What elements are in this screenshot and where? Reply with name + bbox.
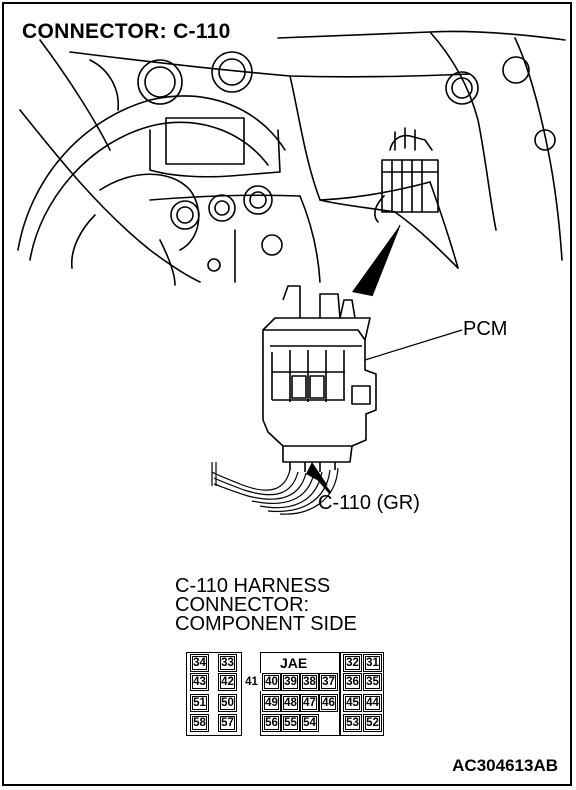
connector-right-block-outline: [340, 652, 384, 736]
connector-left-block-outline: [186, 652, 242, 736]
pin-38: 38: [300, 673, 319, 691]
connector-color-label: C-110 (GR): [318, 492, 420, 514]
pcm-enlarged: [262, 285, 377, 472]
pin-48: 48: [281, 694, 300, 712]
pin-44: 44: [363, 694, 382, 712]
figure-title: CONNECTOR: C-110: [22, 20, 231, 43]
pin-47: 47: [300, 694, 319, 712]
figure-reference-code: AC304613AB: [452, 756, 558, 775]
wire-harness: [211, 462, 339, 515]
pin-36: 36: [343, 673, 362, 691]
steering-wheel: [17, 95, 286, 251]
pin-31: 31: [363, 654, 382, 672]
pcm-leader-line: [364, 329, 463, 361]
connector-brand-label: JAE: [280, 655, 308, 671]
pin-55: 55: [281, 714, 300, 732]
pin-41: 41: [242, 673, 261, 691]
pin-43: 43: [190, 673, 209, 691]
gauge-1: [137, 59, 183, 105]
gauge-2: [211, 51, 253, 93]
pcm-location-sketch: [374, 127, 439, 223]
pointer-wedge: [352, 225, 400, 296]
connector-arrow: [306, 462, 328, 486]
c110-leader-line: [317, 479, 331, 495]
caption-line-2: CONNECTOR:: [175, 594, 310, 616]
pin-35: 35: [363, 673, 382, 691]
connector-caption: C-110 HARNESS CONNECTOR: COMPONENT SIDE: [175, 575, 357, 635]
pin-39: 39: [281, 673, 300, 691]
pin-45: 45: [343, 694, 362, 712]
pin-33: 33: [218, 654, 237, 672]
pin-58: 58: [190, 714, 209, 732]
pin-32: 32: [343, 654, 362, 672]
pin-57: 57: [218, 714, 237, 732]
pcm-label: PCM: [463, 318, 508, 340]
dash-top-line: [277, 30, 566, 41]
pin-46: 46: [319, 694, 338, 712]
pin-42: 42: [218, 673, 237, 691]
pin-53: 53: [343, 714, 362, 732]
pin-54: 54: [300, 714, 319, 732]
pin-40: 40: [262, 673, 281, 691]
pin-56: 56: [262, 714, 281, 732]
pin-50: 50: [218, 694, 237, 712]
pin-51: 51: [190, 694, 209, 712]
pin-52: 52: [363, 714, 382, 732]
caption-line-1: C-110 HARNESS: [175, 575, 331, 597]
pin-34: 34: [190, 654, 209, 672]
pin-49: 49: [262, 694, 281, 712]
connector-center-block-outline: [260, 652, 340, 736]
pin-37: 37: [319, 673, 338, 691]
caption-line-3: COMPONENT SIDE: [175, 613, 357, 635]
